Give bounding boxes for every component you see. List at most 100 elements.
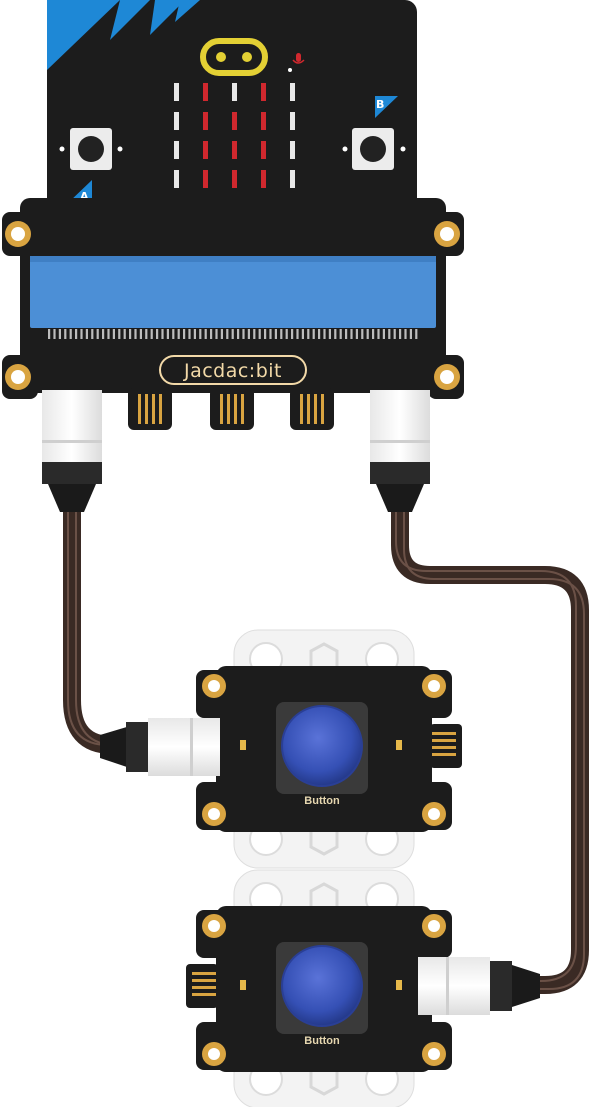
pin-comb	[48, 329, 418, 339]
connector-pin	[75, 329, 78, 339]
connector-pin	[345, 329, 348, 339]
connector-pin	[215, 329, 218, 339]
connector-pin	[415, 329, 418, 339]
connector-pin	[258, 329, 261, 339]
connector-pin	[355, 329, 358, 339]
cable-left	[63, 500, 134, 754]
button-b-label: B	[376, 98, 384, 111]
button-a-label: A	[80, 190, 89, 203]
led-pixel	[232, 112, 237, 130]
led-pixel	[261, 141, 266, 159]
push-button-1[interactable]	[276, 702, 368, 794]
led-pixel	[203, 83, 208, 101]
connector-pin	[102, 329, 105, 339]
connector-pin	[247, 329, 250, 339]
connector-pin	[53, 329, 56, 339]
led-pixel	[174, 170, 179, 188]
cable-right	[391, 496, 589, 994]
connector-pin	[156, 329, 159, 339]
connector-pin	[291, 329, 294, 339]
led-pixel	[290, 112, 295, 130]
connector-pin	[129, 329, 132, 339]
connector-pin	[366, 329, 369, 339]
connector-pin	[274, 329, 277, 339]
connector-pin	[183, 329, 186, 339]
connector-pin	[377, 329, 380, 339]
led-pixel	[261, 112, 266, 130]
connector-pin	[307, 329, 310, 339]
led-pixel	[290, 170, 295, 188]
connector-pin	[64, 329, 67, 339]
connector-pin	[193, 329, 196, 339]
edge-connector-slot	[30, 256, 436, 328]
cable-connector-left[interactable]	[42, 390, 102, 512]
jacdac-edge-tab-2[interactable]	[210, 388, 254, 430]
connector-pin	[361, 329, 364, 339]
connector-pin	[85, 329, 88, 339]
mount-hole-bl	[5, 364, 31, 390]
module-label-2: Button	[304, 1035, 340, 1047]
connector-pin	[334, 329, 337, 339]
connector-pin	[80, 329, 83, 339]
connector-pin	[409, 329, 412, 339]
connector-pin	[318, 329, 321, 339]
adapter-brand-badge: Jacdac:bit	[159, 355, 307, 385]
connector-pin	[242, 329, 245, 339]
led-pixel	[232, 83, 237, 101]
connector-pin	[112, 329, 115, 339]
connector-pin	[393, 329, 396, 339]
connector-pin	[118, 329, 121, 339]
mount-hole-tl	[5, 221, 31, 247]
connector-pin	[226, 329, 229, 339]
connector-pin	[296, 329, 299, 339]
connector-pin	[264, 329, 267, 339]
led-pixel	[203, 112, 208, 130]
cable-connector-right[interactable]	[370, 390, 430, 512]
connector-pin	[253, 329, 256, 339]
led-pixel	[174, 141, 179, 159]
led-pixel	[174, 112, 179, 130]
jacdac-edge-tab-3[interactable]	[290, 388, 334, 430]
connector-pin	[269, 329, 272, 339]
mount-hole-tr	[434, 221, 460, 247]
connector-pin	[323, 329, 326, 339]
connector-pin	[312, 329, 315, 339]
connector-pin	[139, 329, 142, 339]
module-label-1: Button	[304, 795, 340, 807]
led-pixel	[203, 170, 208, 188]
connector-pin	[388, 329, 391, 339]
connector-pin	[199, 329, 202, 339]
button-a-tag: A	[68, 180, 92, 203]
led-pixel	[290, 141, 295, 159]
connector-pin	[328, 329, 331, 339]
led-pixel	[232, 141, 237, 159]
connector-pin	[404, 329, 407, 339]
jacdac-edge-tab-1[interactable]	[128, 388, 172, 430]
connector-pin	[69, 329, 72, 339]
button-a[interactable]	[59, 128, 123, 170]
connector-pin	[285, 329, 288, 339]
button-b[interactable]	[342, 128, 406, 170]
mount-hole-br	[434, 364, 460, 390]
led-pixel	[174, 83, 179, 101]
connector-pin	[134, 329, 137, 339]
connector-pin	[231, 329, 234, 339]
connector-pin	[350, 329, 353, 339]
connector-pin	[150, 329, 153, 339]
connector-pin	[237, 329, 240, 339]
push-button-2[interactable]	[276, 942, 368, 1034]
led-pixel	[261, 83, 266, 101]
connector-pin	[48, 329, 51, 339]
connector-pin	[204, 329, 207, 339]
button-b-tag: B	[375, 96, 398, 118]
connector-pin	[172, 329, 175, 339]
microphone-icon	[288, 53, 305, 72]
connector-pin	[107, 329, 110, 339]
connector-pin	[301, 329, 304, 339]
microbit-logo[interactable]	[200, 38, 268, 76]
module-1-cable-connector[interactable]	[100, 718, 220, 776]
connector-pin	[161, 329, 164, 339]
microbit-board: A B mic	[47, 0, 417, 262]
module-2-cable-connector[interactable]	[418, 957, 540, 1015]
